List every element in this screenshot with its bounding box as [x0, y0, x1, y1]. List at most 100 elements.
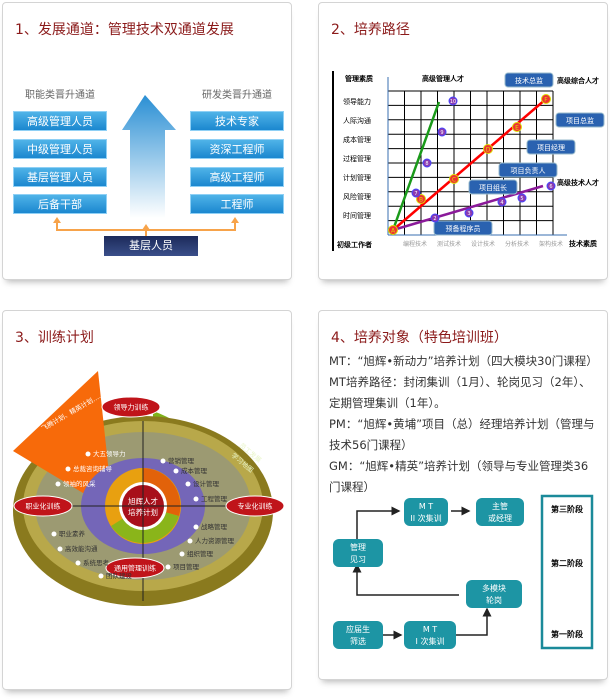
flow-box-label: 筛选	[350, 636, 366, 646]
callout-label: 预备程序员	[446, 224, 481, 233]
purple-path-point	[546, 181, 556, 191]
panel-development-channel: 1、发展通道：管理技术双通道发展 职能类晋升通道 研发类晋升通道 高级管理人员 …	[2, 2, 292, 280]
program-list: MT：“旭辉•新动力”培养计划（四大模块30门课程） MT培养路径：封闭集训（1…	[329, 351, 599, 498]
y-tick-label: 计划管理	[343, 173, 371, 182]
red-point	[449, 174, 459, 184]
flow-arrows	[352, 506, 492, 640]
x-tick-label: 架构技术	[539, 240, 563, 248]
origin-label: 初级工作者	[337, 240, 372, 249]
flow-box-label: 应届生	[346, 624, 370, 634]
red-point-label: B	[419, 197, 423, 204]
training-item: 成本管理	[181, 466, 208, 475]
arrowhead-icon	[231, 217, 239, 223]
mgmt-level: 中级管理人员	[13, 139, 107, 159]
training-ovals: 领导力训练职业化训练专业化训练通用管理训练	[13, 396, 285, 579]
panel-title: 2、培养路径	[331, 22, 410, 38]
purple-point-label: 4	[500, 200, 503, 206]
item-dot	[57, 546, 63, 552]
callout-box	[504, 72, 554, 88]
purple-point-label: 3	[467, 211, 470, 217]
training-label-bottom: 通用管理训练	[114, 564, 156, 573]
path-chart: 管理素质 技术素质 初级工作者 领导能力人际沟通成本管理过程管理计划管理风险管理…	[332, 71, 605, 251]
y-tick-label: 成本管理	[343, 135, 371, 144]
training-item: 营销管理	[168, 456, 195, 465]
base-staff: 基层人员	[104, 236, 198, 256]
x-tick-label: 分析技术	[505, 240, 529, 248]
green-point-label: 7	[414, 191, 417, 197]
training-item: 系统思考	[83, 558, 110, 567]
green-point-label: 9	[440, 130, 443, 136]
flow-box-rot	[466, 580, 522, 608]
channel-arrows	[53, 95, 239, 236]
purple-path-point	[517, 193, 527, 203]
red-point	[416, 194, 426, 204]
mgmt-level: 后备干部	[13, 194, 107, 214]
stage-label: 第三阶段	[551, 504, 583, 514]
y-tick-label: 领导能力	[343, 97, 371, 106]
purple-point-label: 6	[549, 184, 552, 190]
red-point	[512, 122, 522, 132]
panel-training-plan: 3、训练计划 旭辉人才 培养计划 领导力训练职业化训练专业化训练通用管理训练 飞…	[2, 310, 292, 690]
callout-label: 技术总监	[515, 76, 543, 85]
orange-wedge	[13, 371, 113, 511]
flow-box-label: 见习	[350, 555, 366, 564]
flow-box-label: M T	[423, 625, 437, 634]
callout-box	[468, 179, 518, 195]
x-tick-label: 测试技术	[437, 240, 461, 248]
corner-comp: 高级综合人才	[557, 76, 599, 85]
purple-point-label: 5	[520, 196, 523, 202]
x-axis-label: 技术素质	[569, 239, 597, 248]
item-dot	[51, 531, 57, 537]
callout-label: 项目负责人	[511, 166, 546, 175]
training-oval-left	[13, 495, 73, 517]
y-tick-label: 过程管理	[343, 154, 371, 163]
item-dot	[65, 466, 71, 472]
training-item: 战略管理	[201, 522, 228, 531]
panel-title: 1、发展通道：管理技术双通道发展	[15, 22, 234, 38]
item-dot	[165, 564, 171, 570]
x-tick-label: 编程技术	[403, 240, 427, 248]
red-path	[392, 98, 547, 231]
rd-channel-header: 研发类晋升通道	[202, 90, 272, 101]
flow-box-label: 管理	[350, 542, 366, 552]
item-dot	[185, 481, 191, 487]
mgmt-level: 基层管理人员	[13, 167, 107, 187]
training-label-top: 领导力训练	[114, 403, 149, 412]
training-item: 职业素养	[59, 529, 86, 538]
program-line: PM：“旭辉•黄埔”项目（总）经理培养计划（管理与技术56门课程）	[329, 417, 595, 452]
rd-level: 工程师	[190, 194, 284, 214]
training-item: 领袖的风采	[63, 479, 96, 488]
training-item: 高效能沟通	[65, 544, 98, 553]
panel-training-targets: 4、培养对象（特色培训班） MT：“旭辉•新动力”培养计划（四大模块30门课程）…	[318, 310, 608, 680]
training-items: 大五领导力总裁咨询辅导领袖的风采职业素养高效能沟通系统思考团队建设营销管理成本管…	[51, 449, 235, 580]
training-item: 组织管理	[187, 549, 214, 558]
rd-level: 高级工程师	[190, 167, 284, 187]
item-dot	[160, 458, 166, 464]
red-point	[388, 225, 398, 235]
program-line: MT培养路径：封闭集训（1月）、轮岗见习（2年）、定期管理集训（1年）。	[329, 375, 591, 410]
training-item: 团队建设	[106, 571, 133, 580]
y-axis-label: 管理素质	[345, 74, 373, 83]
item-dot	[173, 468, 179, 474]
flow-box-mt2	[404, 498, 448, 526]
flow-box-label: M T	[419, 502, 433, 511]
arrowhead-icon	[53, 217, 61, 223]
corner-tech: 高级技术人才	[557, 178, 599, 187]
x-tick-label: 设计技术	[471, 240, 495, 248]
callout-label: 项目经理	[537, 143, 565, 152]
flow-box-label: 或经理	[488, 513, 512, 523]
purple-path-point	[464, 208, 474, 218]
stage-label: 第二阶段	[551, 558, 583, 568]
item-dot	[179, 551, 185, 557]
green-path	[391, 101, 441, 231]
stage-label: 第一阶段	[551, 629, 583, 639]
item-dot	[85, 451, 91, 457]
red-point	[483, 144, 493, 154]
arrowhead-icon	[142, 224, 150, 230]
callout-box	[433, 220, 493, 236]
